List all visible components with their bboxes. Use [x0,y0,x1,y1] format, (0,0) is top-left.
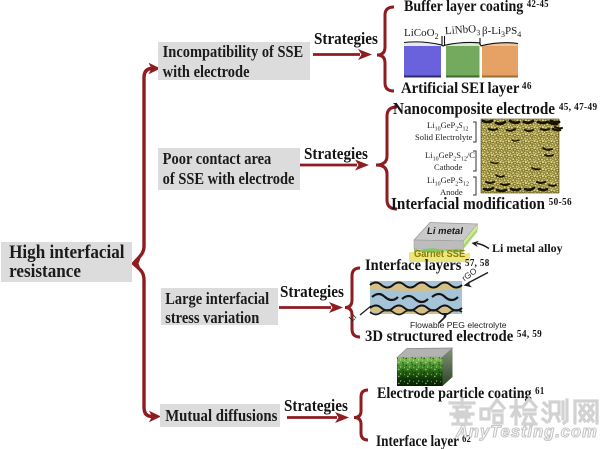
svg-text:Li: Li [347,312,359,324]
